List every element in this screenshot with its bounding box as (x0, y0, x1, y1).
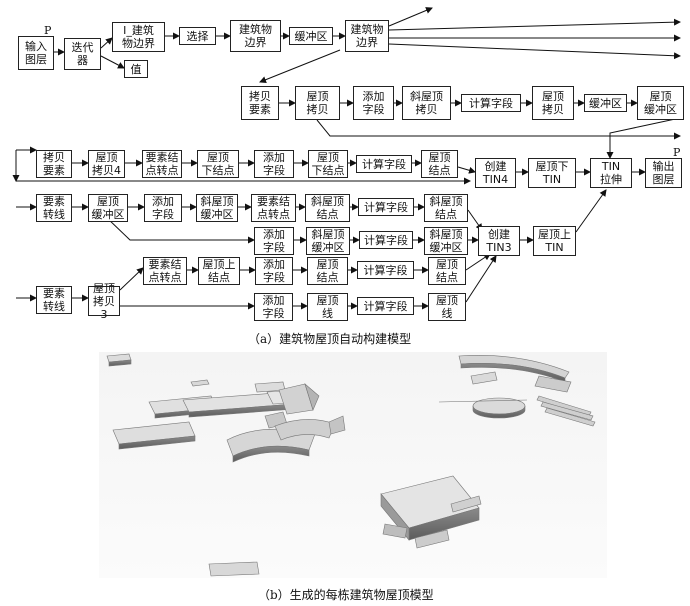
node-calc-field: 计算字段 (359, 231, 413, 249)
node-roof-line-2: 屋顶 线 (428, 293, 466, 321)
node-roof-upper-node: 屋顶上 结点 (198, 257, 240, 285)
node-roof-buffer: 屋顶 缓冲区 (637, 86, 684, 120)
node-slope-roof-buffer-2: 斜屋顶 缓冲区 (424, 227, 468, 255)
node-buffer: 缓冲区 (289, 27, 333, 45)
node-vertices-to-points: 要素结 点转点 (142, 150, 182, 178)
node-roof-node-2: 屋顶 结点 (428, 257, 466, 285)
node-building-boundary: 建筑物 边界 (345, 20, 389, 52)
node-add-field: 添加 字段 (255, 257, 293, 285)
node-vertices-to-points: 要素结 点转点 (143, 257, 187, 285)
node-add-field: 添加 字段 (254, 293, 293, 321)
node-calc-field: 计算字段 (357, 261, 414, 279)
node-roof-lower-node: 屋顶 下结点 (197, 150, 239, 178)
p-marker: P (673, 146, 681, 159)
node-copy-features: 拷贝 要素 (241, 86, 279, 120)
node-value: 值 (124, 60, 148, 78)
node-slope-roof-buffer: 斜屋顶 缓冲区 (306, 227, 350, 255)
p-marker: P (44, 24, 52, 37)
node-copy-features: 拷贝 要素 (36, 150, 72, 178)
node-add-field: 添加 字段 (254, 150, 294, 178)
node-roof-line: 屋顶 线 (307, 293, 348, 321)
node-features-to-line: 要素 转线 (36, 286, 72, 314)
node-roof-lower-tin: 屋顶下 TIN (528, 158, 576, 188)
node-slope-roof-node: 斜屋顶 结点 (305, 194, 350, 222)
node-calc-field: 计算字段 (461, 94, 521, 112)
node-roof-node: 屋顶 结点 (307, 257, 348, 285)
node-building-boundary: 建筑物 边界 (230, 20, 281, 52)
node-calc-field: 计算字段 (358, 198, 414, 216)
node-features-to-line: 要素 转线 (36, 194, 72, 222)
roof-model-render (99, 352, 607, 578)
node-vertices-to-points: 要素结 点转点 (251, 194, 296, 222)
node-add-field: 添加 字段 (353, 86, 394, 120)
node-buffer: 缓冲区 (584, 94, 627, 112)
node-add-field: 添加 字段 (254, 227, 294, 255)
node-slope-roof-node-2: 斜屋顶 结点 (424, 194, 468, 222)
node-add-field: 添加 字段 (144, 194, 182, 222)
node-slope-roof-buffer: 斜屋顶 缓冲区 (196, 194, 238, 222)
node-roof-copy-4: 屋顶 拷贝4 (88, 150, 125, 178)
node-roof-lower-node-2: 屋顶 下结点 (308, 150, 348, 178)
caption-a: （a）建筑物屋顶自动构建模型 (248, 332, 412, 346)
node-output-layer: 输出 图层 (645, 158, 682, 188)
node-roof-copy: 屋顶 拷贝 (295, 86, 340, 120)
node-roof-copy-3: 屋顶 拷贝3 (88, 282, 120, 321)
node-slope-roof-copy: 斜屋顶 拷贝 (402, 86, 451, 120)
node-roof-copy-2: 屋顶 拷贝 (532, 86, 574, 120)
node-calc-field: 计算字段 (356, 155, 412, 173)
node-calc-field: 计算字段 (357, 297, 414, 315)
caption-b: （b）生成的每栋建筑物屋顶模型 (258, 588, 434, 602)
node-tin-extrude: TIN 拉伸 (590, 158, 632, 188)
node-select: 选择 (179, 27, 216, 45)
node-roof-buffer: 屋顶 缓冲区 (88, 194, 128, 222)
node-i-building-boundary: I_建筑 物边界 (112, 22, 165, 52)
node-roof-upper-tin: 屋顶上 TIN (533, 226, 576, 256)
flowchart-connectors (12, 7, 681, 310)
node-roof-node: 屋顶 结点 (421, 150, 458, 178)
node-iterator: 迭代 器 (64, 38, 101, 70)
node-input-layer: 输入 图层 (18, 36, 54, 70)
node-create-tin4: 创建 TIN4 (475, 158, 516, 188)
node-create-tin3: 创建 TIN3 (478, 226, 520, 256)
